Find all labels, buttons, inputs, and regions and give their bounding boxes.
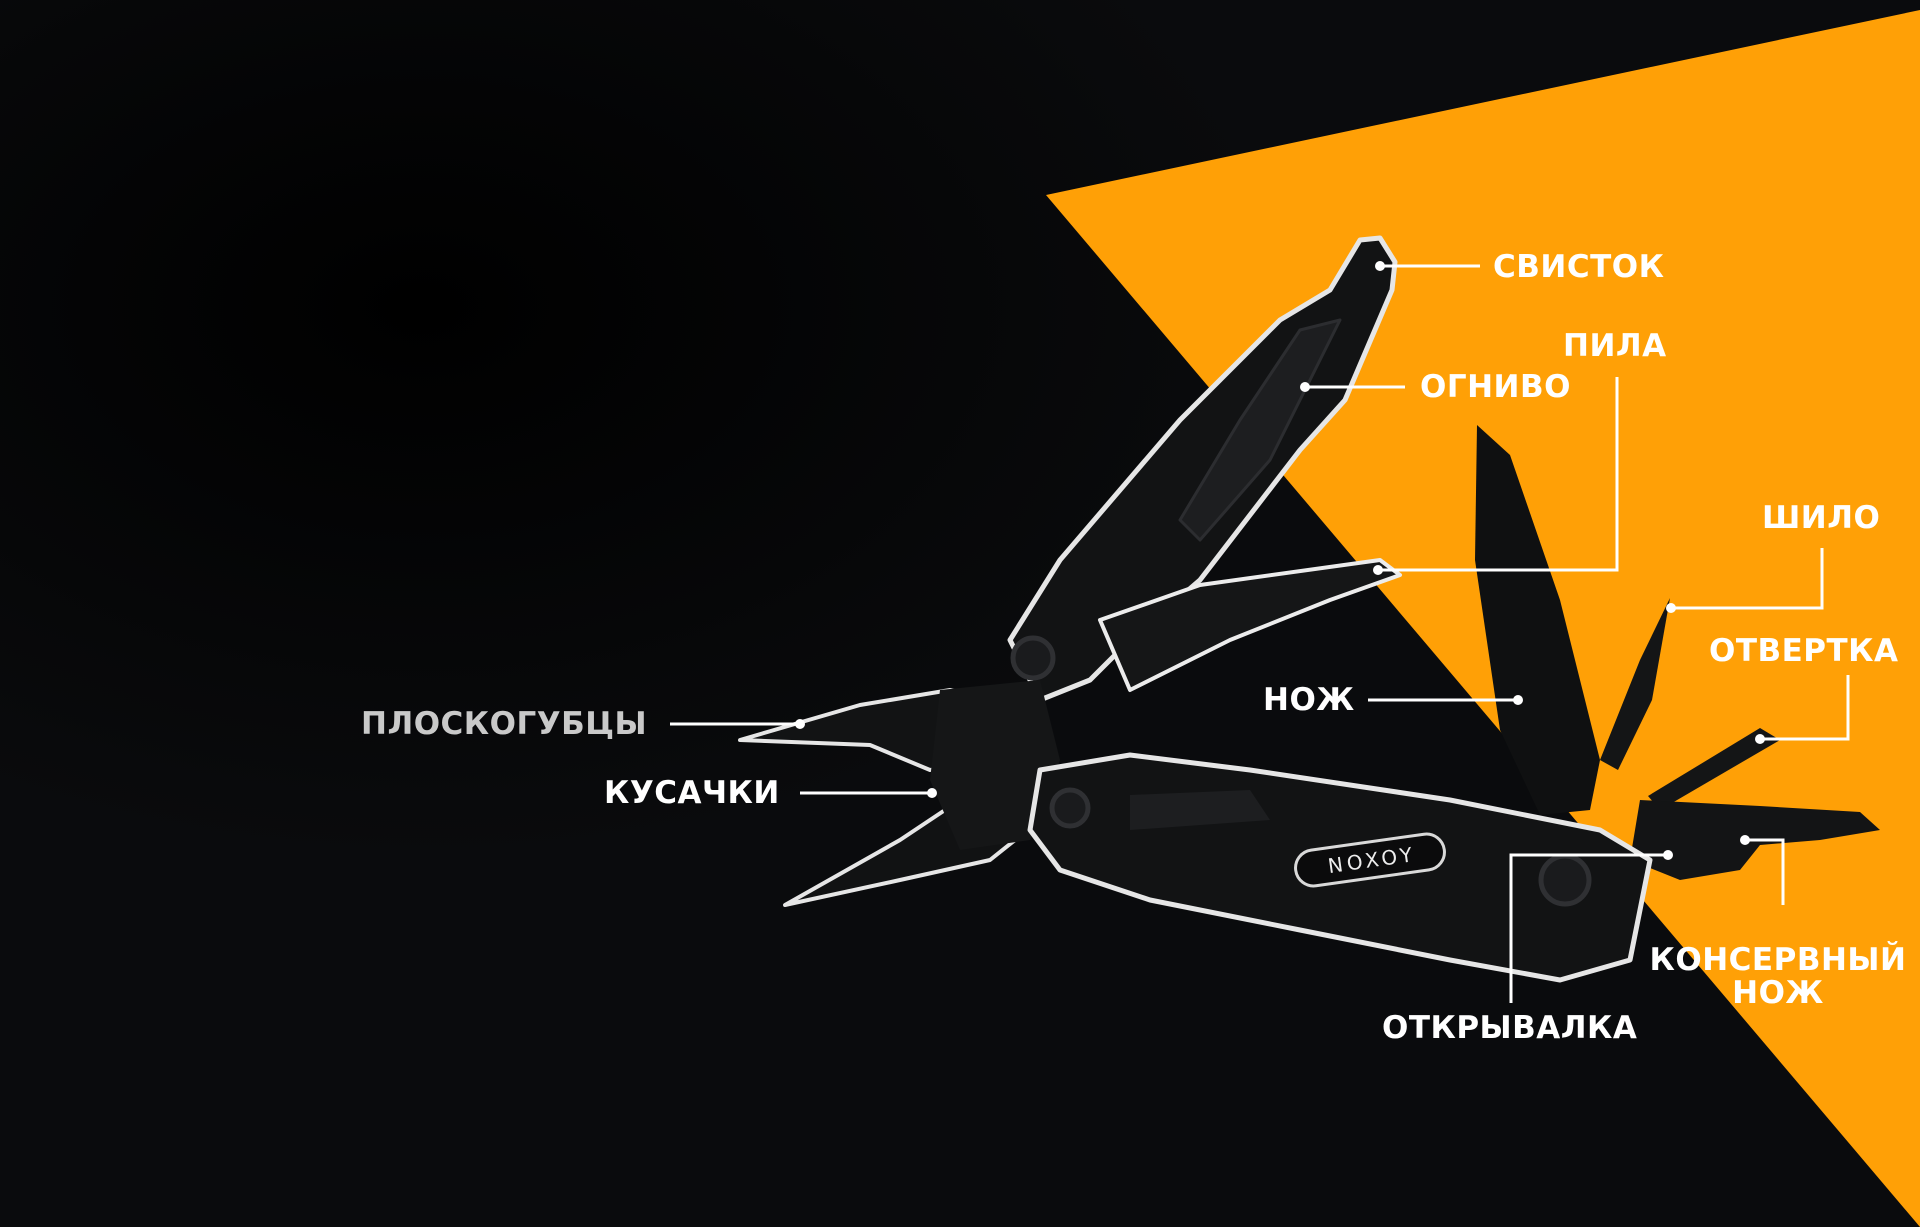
- callout-dot-whistle: [1375, 261, 1385, 271]
- callout-lines: [670, 264, 1850, 1003]
- callout-dot-can-opener: [1740, 835, 1750, 845]
- callout-dot-saw: [1373, 565, 1383, 575]
- callout-line-awl: [1671, 548, 1824, 610]
- callout-dot-pliers: [795, 719, 805, 729]
- label-can-opener: КОНСЕРВНЫЙ НОЖ: [1643, 944, 1913, 1009]
- lower-handle-grip: [1130, 790, 1270, 830]
- label-pliers: ПЛОСКОГУБЦЫ: [361, 706, 648, 742]
- pivot-screw-lower: [1049, 787, 1091, 829]
- label-bottle-opener: ОТКРЫВАЛКА: [1382, 1010, 1638, 1046]
- screwdriver-tool: [1648, 728, 1780, 810]
- callout-dot-awl: [1666, 603, 1676, 613]
- pivot-screw-upper: [1010, 635, 1056, 681]
- awl-tool: [1600, 598, 1670, 770]
- callout-dot-screwdriver: [1755, 734, 1765, 744]
- label-saw: ПИЛА: [1563, 328, 1667, 364]
- label-wire-cutters: КУСАЧКИ: [604, 775, 780, 811]
- label-awl: ШИЛО: [1762, 500, 1881, 536]
- callout-line-can-opener: [1745, 838, 1785, 905]
- label-whistle: СВИСТОК: [1493, 249, 1665, 285]
- callout-line-screwdriver: [1760, 675, 1850, 741]
- callout-dot-bottle-opener: [1663, 850, 1673, 860]
- logo-plate: [1294, 832, 1446, 888]
- pivot-screw-tools: [1538, 853, 1592, 907]
- callout-dots: [795, 261, 1765, 860]
- label-screwdriver: ОТВЕРТКА: [1709, 633, 1899, 669]
- pliers-head: [930, 680, 1060, 850]
- upper-handle-grip: [1178, 318, 1342, 542]
- label-fire-starter: ОГНИВО: [1420, 369, 1571, 405]
- callout-line-saw: [1378, 377, 1619, 572]
- callout-line-bottle-opener: [1509, 853, 1668, 1003]
- label-knife: НОЖ: [1263, 682, 1355, 718]
- callout-dot-wire-cutters: [927, 788, 937, 798]
- label-can-opener-line1: КОНСЕРВНЫЙ: [1649, 942, 1907, 978]
- label-can-opener-line2: НОЖ: [1732, 974, 1824, 1011]
- saw-blade: [1098, 558, 1402, 692]
- orange-triangle-shape: [1046, 10, 1920, 1227]
- knife-blade: [1475, 425, 1600, 815]
- callout-dot-fire-starter: [1300, 382, 1310, 392]
- callout-dot-knife: [1513, 695, 1523, 705]
